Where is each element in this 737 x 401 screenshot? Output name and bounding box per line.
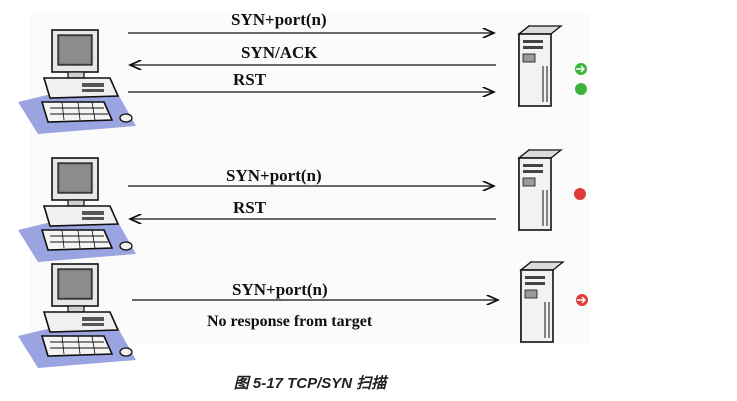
server-tower-icon xyxy=(518,25,562,107)
message-label: RST xyxy=(233,198,267,217)
status-dot-icon xyxy=(575,83,587,95)
message-label: SYN/ACK xyxy=(241,43,318,62)
open-port-indicator-icon xyxy=(575,63,587,75)
client-computer-icon xyxy=(17,263,137,369)
client-computer-icon xyxy=(17,157,137,263)
no-response-note: No response from target xyxy=(207,313,373,330)
diagram-panel xyxy=(30,14,590,344)
no-response-indicator-icon xyxy=(576,294,588,306)
message-label: SYN+port(n) xyxy=(226,166,322,185)
message-label: SYN+port(n) xyxy=(231,10,327,29)
figure-caption: 图 5-17 TCP/SYN 扫描 xyxy=(233,375,387,392)
client-computer-icon xyxy=(17,29,137,135)
message-label: RST xyxy=(233,70,267,89)
closed-port-dot-icon xyxy=(574,188,586,200)
server-tower-icon xyxy=(518,149,562,231)
message-label: SYN+port(n) xyxy=(232,280,328,299)
server-tower-icon xyxy=(520,261,564,343)
